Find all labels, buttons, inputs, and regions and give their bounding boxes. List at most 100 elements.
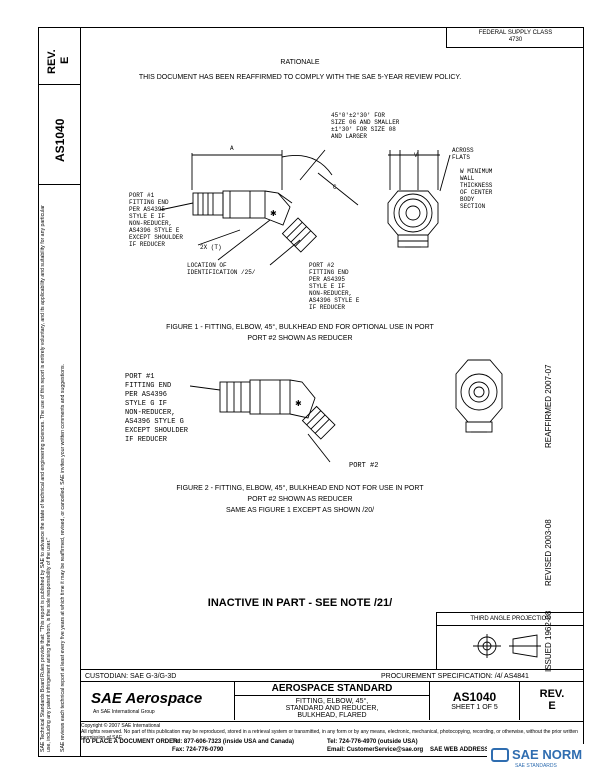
procurement-spec: PROCUREMENT SPECIFICATION: /4/ AS4841 — [381, 673, 529, 680]
rights: All rights reserved. No part of this pub… — [81, 729, 578, 741]
figure1-drawing: ✱ — [159, 149, 451, 266]
fig1-wall-line: BODY — [460, 196, 475, 203]
fig1-port1-line: NON-REDUCER, — [129, 220, 173, 227]
fig2-caption-3: SAME AS FIGURE 1 EXCEPT AS SHOWN /20/ — [225, 507, 375, 514]
fig2-port2-label: PORT #2 — [349, 462, 379, 470]
federal-supply-class-box: FEDERAL SUPPLY CLASS 4730 — [446, 27, 584, 48]
standard-type: AEROSPACE STANDARD — [235, 682, 429, 696]
watermark-sub: SAE STANDARDS — [515, 763, 557, 769]
sae-logo-text: SAE Aerospace — [91, 690, 203, 707]
fig2-port1-line: NON-REDUCER, — [125, 409, 176, 417]
fig1-dim-v: V — [414, 152, 418, 159]
fig2-caption-2: PORT #2 SHOWN AS REDUCER — [247, 496, 353, 503]
fig2-port1-line: FITTING END — [125, 382, 172, 390]
fsc-value: 4730 — [508, 37, 523, 43]
fig1-id-location: LOCATION OF IDENTIFICATION /25/ — [187, 262, 255, 276]
title-line-3: BULKHEAD, FLARED — [297, 712, 367, 719]
fig1-across-line: FLATS — [452, 154, 471, 161]
fig1-port2-line: IF REDUCER — [309, 304, 346, 311]
fig1-wall-line: W MINIMUM — [460, 168, 493, 175]
order-label: TO PLACE A DOCUMENT ORDER: — [82, 739, 180, 745]
footer: Copyright © 2007 SAE International All r… — [81, 721, 584, 741]
fig1-dim-c: C — [333, 184, 337, 191]
fig1-across-flats: ACROSS FLATS — [452, 147, 474, 161]
fig1-port1-note: PORT #1 FITTING END PER AS4395 STYLE E I… — [129, 192, 183, 248]
sae-logo: SAE Aerospace — [91, 690, 202, 707]
rev-cell: REV. E — [520, 682, 584, 720]
svg-text:✱: ✱ — [295, 399, 302, 408]
fig1-port1-line: IF REDUCER — [129, 241, 166, 248]
projection-label: THIRD ANGLE PROJECTION — [437, 616, 584, 626]
brand-sub: An SAE International Group — [93, 709, 155, 715]
fig1-port1-line: FITTING END — [129, 199, 169, 206]
copyright: Copyright © 2007 SAE International — [81, 723, 161, 729]
fig2-caption-1: FIGURE 2 - FITTING, ELBOW, 45°, BULKHEAD… — [176, 485, 424, 492]
fig1-port2-line: PER AS4395 — [309, 276, 346, 283]
fig1-port2-line: AS4396 STYLE E — [309, 297, 360, 304]
rev-label: REV. — [539, 688, 565, 700]
watermark-logo: SAE NORM SAE STANDARDS — [487, 744, 597, 772]
svg-text:✱: ✱ — [270, 209, 277, 218]
fig1-port2-line: PORT #2 — [309, 262, 335, 269]
left-docnum-box — [38, 85, 81, 185]
email: Email: CustomerService@sae.org — [327, 747, 424, 753]
left-rev-box — [38, 27, 81, 85]
fig1-across-line: ACROSS — [452, 147, 474, 154]
custodian: CUSTODIAN: SAE G-3/G-3D — [85, 673, 177, 680]
fig1-port1-line: PER AS4395 — [129, 206, 166, 213]
fig1-port2-line: STYLE E IF — [309, 283, 346, 290]
figure2-drawing: ✱ — [190, 359, 503, 463]
rev-value: E — [548, 700, 556, 712]
title-cell: AEROSPACE STANDARD FITTING, ELBOW, 45°, … — [235, 682, 430, 720]
fig1-wall-line: SECTION — [460, 203, 486, 210]
brand-cell: SAE Aerospace An SAE International Group — [81, 682, 235, 720]
fig1-port2-line: FITTING END — [309, 269, 349, 276]
fig1-angle-line: 45°0'±2°30' FOR — [331, 112, 386, 119]
custodian-row: CUSTODIAN: SAE G-3/G-3D PROCUREMENT SPEC… — [81, 669, 584, 682]
sheet-number: SHEET 1 OF 5 — [451, 704, 498, 711]
fig1-angle-line: ±1°30' FOR SIZE 08 — [331, 126, 396, 133]
fig1-id-line: LOCATION OF — [187, 262, 227, 269]
fig1-angle-line: AND LARGER — [331, 133, 368, 140]
docnum-cell: AS1040 SHEET 1 OF 5 — [430, 682, 520, 720]
fig1-port2-line: NON-REDUCER, — [309, 290, 353, 297]
doc-number: AS1040 — [452, 690, 497, 704]
fsc-label: FEDERAL SUPPLY CLASS — [478, 30, 553, 36]
fig2-port1-line: PER AS4396 — [125, 391, 168, 399]
fig2-port1-line: AS4396 STYLE G — [125, 418, 184, 426]
fig1-id-line: IDENTIFICATION /25/ — [187, 269, 256, 276]
fig1-caption-2: PORT #2 SHOWN AS REDUCER — [247, 335, 353, 342]
tel-2: Tel: 724-776-4970 (outside USA) — [327, 739, 418, 745]
fig1-port2-note: PORT #2 FITTING END PER AS4395 STYLE E I… — [309, 262, 359, 311]
fig1-angle-note: 45°0'±2°30' FOR SIZE 06 AND SMALLER ±1°3… — [331, 112, 399, 140]
projection-box: THIRD ANGLE PROJECTION — [436, 612, 584, 669]
rationale-text: THIS DOCUMENT HAS BEEN REAFFIRMED TO COM… — [138, 74, 462, 81]
fig1-port1-line: AS4396 STYLE E — [129, 227, 180, 234]
drawing-frame — [38, 27, 584, 757]
tel-1: Tel: 877-606-7323 (inside USA and Canada… — [172, 739, 295, 745]
fig1-port1-line: STYLE E IF — [129, 213, 166, 220]
fax: Fax: 724-776-0790 — [172, 747, 224, 753]
fig1-wall-line: THICKNESS — [460, 182, 493, 189]
fig2-port1-line: EXCEPT SHOULDER — [125, 427, 189, 435]
title-line-2: STANDARD AND REDUCER, — [285, 705, 379, 712]
fig2-port1-line: STYLE G IF — [125, 400, 168, 408]
rationale-title: RATIONALE — [280, 59, 320, 66]
fig1-caption-1: FIGURE 1 - FITTING, ELBOW, 45°, BULKHEAD… — [166, 324, 434, 331]
fig1-2x-t: 2X (T) — [200, 244, 222, 251]
fig2-port1-line: PORT #1 — [125, 373, 155, 381]
fig1-wall-line: WALL — [460, 175, 475, 182]
fig1-wall-note: W MINIMUM WALL THICKNESS OF CENTER BODY … — [460, 168, 492, 210]
fig1-angle-line: SIZE 06 AND SMALLER — [331, 119, 400, 126]
fig2-port1-line: IF REDUCER — [125, 436, 168, 444]
fig1-port1-line: EXCEPT SHOULDER — [129, 234, 184, 241]
inactive-notice: INACTIVE IN PART - SEE NOTE /21/ — [207, 597, 393, 609]
watermark-icon — [491, 748, 509, 762]
fig2-port1-note: PORT #1 FITTING END PER AS4396 STYLE G I… — [125, 373, 188, 445]
fig1-dim-a: A — [230, 145, 234, 152]
left-column — [38, 27, 81, 757]
projection-symbol — [473, 634, 541, 658]
fig1-wall-line: OF CENTER — [460, 189, 493, 196]
watermark-text: SAE NORM — [512, 747, 583, 762]
title-line-1: FITTING, ELBOW, 45°, — [295, 698, 369, 705]
